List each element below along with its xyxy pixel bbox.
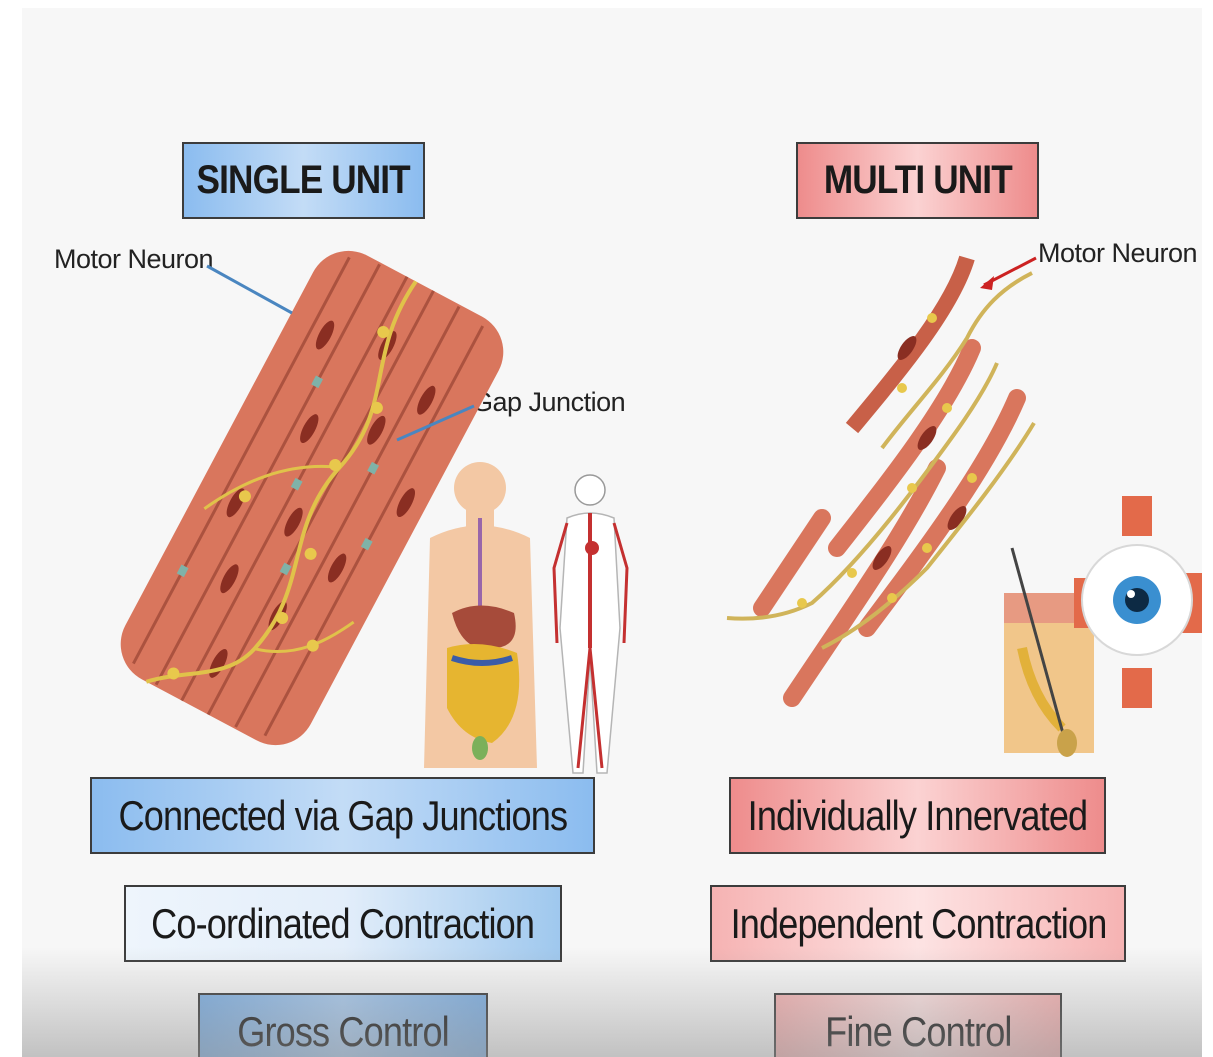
feature-gross-control: Gross Control <box>198 993 488 1057</box>
feature-label: Connected via Gap Junctions <box>118 792 567 840</box>
feature-label: Gross Control <box>237 1008 449 1056</box>
feature-label: Co-ordinated Contraction <box>152 900 535 948</box>
feature-label: Individually Innervated <box>748 792 1088 840</box>
feature-fine-control: Fine Control <box>774 993 1062 1057</box>
feature-label: Fine Control <box>825 1008 1011 1056</box>
feature-individually-innervated: Individually Innervated <box>729 777 1106 854</box>
feature-connected-gap-junctions: Connected via Gap Junctions <box>90 777 595 854</box>
slide: SINGLE UNIT MULTI UNIT Motor Neuron Gap … <box>22 8 1202 1057</box>
feature-coordinated-contraction: Co-ordinated Contraction <box>124 885 562 962</box>
feature-label: Independent Contraction <box>730 900 1106 948</box>
feature-independent-contraction: Independent Contraction <box>710 885 1126 962</box>
